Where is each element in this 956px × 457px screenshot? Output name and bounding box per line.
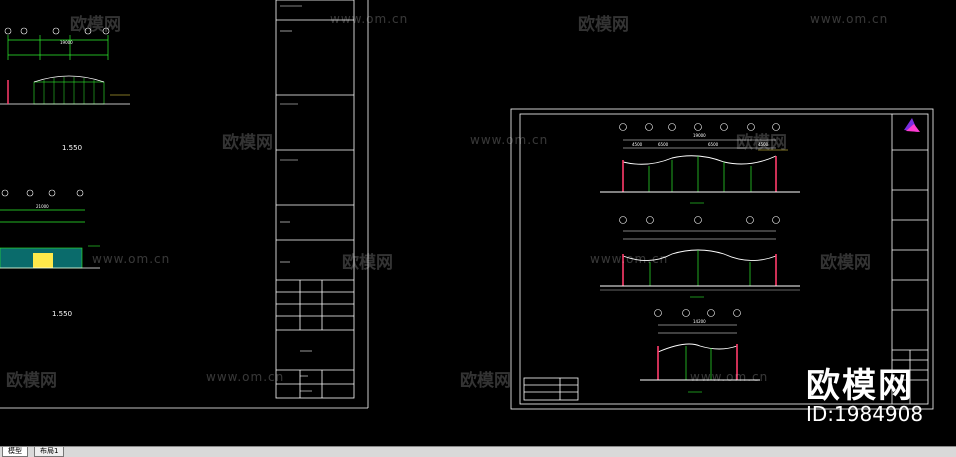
- left-sheet: [0, 0, 369, 409]
- watermark-logo: 欧模网: [70, 15, 121, 35]
- watermark-logo: 欧模网: [6, 371, 57, 391]
- watermark-logo: 欧模网: [736, 133, 787, 153]
- left-elevation-top: [0, 27, 130, 105]
- watermark-site: www.om.cn: [810, 12, 889, 26]
- dim-seg-a: 4500: [632, 142, 643, 147]
- dimension-labels: 19000 21000 19000 14200 4500 6500 6500 4…: [36, 40, 769, 324]
- brand-name: 欧模网: [806, 366, 914, 406]
- watermark-logo: 欧模网: [460, 371, 511, 391]
- elev-b: 1.550: [52, 310, 72, 318]
- cad-model-space[interactable]: 19000 21000 19000 14200 4500 6500 6500 4…: [0, 0, 956, 446]
- dim-total-mid: 21000: [36, 204, 49, 209]
- left-titleblock-text: [280, 5, 312, 392]
- watermark-site: www.om.cn: [590, 252, 669, 266]
- watermark-site: www.om.cn: [206, 370, 285, 384]
- left-elevation-bottom: [0, 189, 100, 269]
- dim-seg-c: 6500: [708, 142, 719, 147]
- watermark-site: www.om.cn: [690, 370, 769, 384]
- section-drawing-3: [640, 309, 760, 393]
- dim-seg-b: 6500: [658, 142, 669, 147]
- layout-tab-bar: 模型 布局1: [0, 446, 956, 457]
- watermark-logo: 欧模网: [342, 253, 393, 273]
- dim-seg-d: 4500: [758, 142, 769, 147]
- dim-total-right-bot: 14200: [693, 319, 706, 324]
- dim-total-right-mid: 19000: [693, 133, 706, 138]
- right-sheet: [510, 108, 934, 410]
- watermark-site: www.om.cn: [92, 252, 171, 266]
- watermark-site: www.om.cn: [470, 133, 549, 147]
- watermark-logo: 欧模网: [578, 15, 629, 35]
- section-drawing-1: [600, 123, 800, 204]
- company-logo: [904, 118, 920, 132]
- elev-a: 1.550: [62, 144, 82, 152]
- section-drawing-2: [600, 216, 800, 298]
- dim-total-top: 19000: [60, 40, 73, 45]
- watermark-logo: 欧模网: [222, 133, 273, 153]
- elevation-labels: 1.550 1.550: [52, 144, 82, 318]
- watermark-logo: 欧模网: [820, 253, 871, 273]
- brand-id: ID:1984908: [806, 402, 924, 426]
- watermark-site: www.om.cn: [330, 12, 409, 26]
